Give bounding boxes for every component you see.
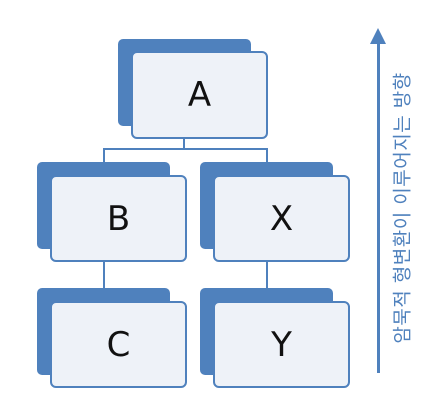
node-y-label: Y — [271, 324, 292, 365]
connector-x-to-y — [266, 258, 268, 288]
connector-b-to-c — [103, 258, 105, 288]
node-a: A — [118, 39, 268, 139]
arrow-up-icon — [370, 28, 386, 44]
direction-arrow — [377, 42, 380, 373]
node-b-label: B — [106, 198, 131, 239]
node-c: C — [37, 288, 187, 388]
node-c-box: C — [50, 301, 187, 388]
connector-to-b — [103, 148, 105, 162]
node-y: Y — [200, 288, 350, 388]
node-a-label: A — [187, 75, 212, 115]
node-y-box: Y — [213, 301, 350, 388]
connector-bus — [103, 148, 268, 150]
node-x-label: X — [269, 198, 294, 239]
direction-label: 암묵적 형변환이 이루어지는 방향 — [391, 72, 414, 344]
node-a-box: A — [131, 51, 268, 139]
node-c-label: C — [106, 324, 131, 365]
connector-to-x — [266, 148, 268, 162]
node-b: B — [37, 162, 187, 262]
node-x: X — [200, 162, 350, 262]
node-x-box: X — [213, 175, 350, 262]
node-b-box: B — [50, 175, 187, 262]
